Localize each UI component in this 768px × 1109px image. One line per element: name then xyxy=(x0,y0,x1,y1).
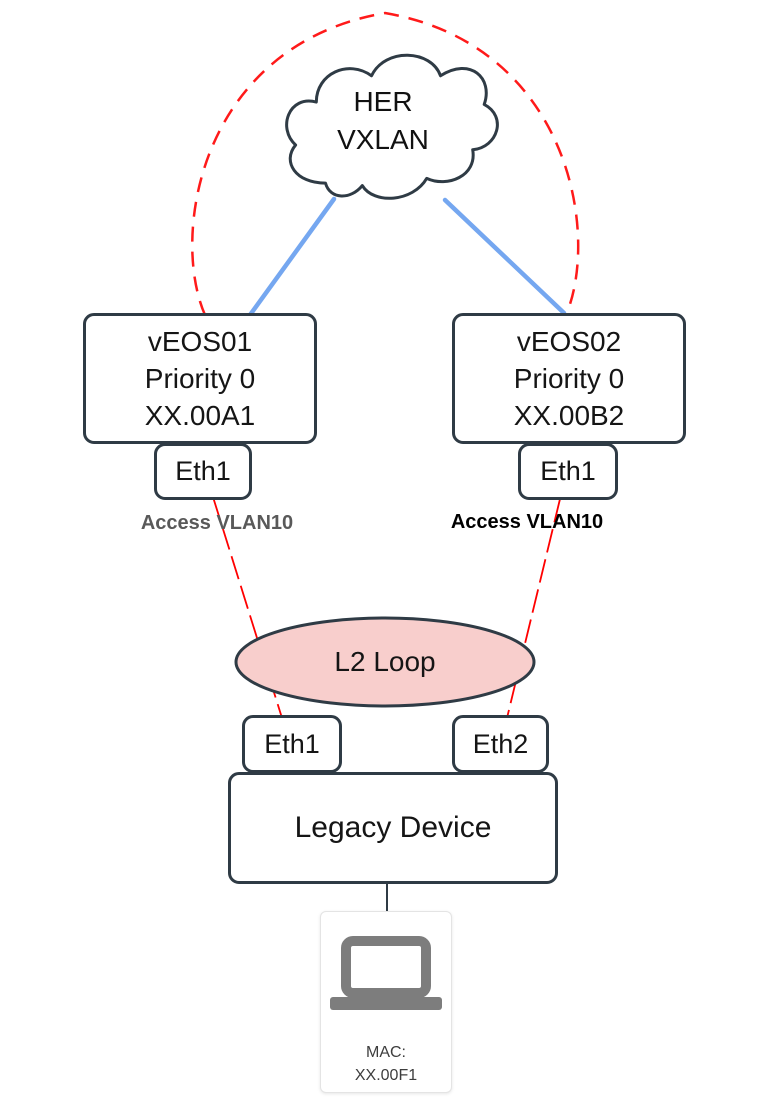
cloud-shape xyxy=(287,55,498,198)
veos02-address: XX.00B2 xyxy=(513,400,625,431)
veos02-priority: Priority 0 xyxy=(513,363,625,394)
veos02-name: vEOS02 xyxy=(516,326,622,357)
veos02-port-eth1: Eth1 xyxy=(518,443,618,500)
veos01-name: vEOS01 xyxy=(147,326,253,357)
veos01-priority: Priority 0 xyxy=(144,363,256,394)
cloud-label-line1: HER xyxy=(353,86,413,117)
veos01-port-eth1: Eth1 xyxy=(154,443,252,500)
legacy-port-eth2: Eth2 xyxy=(452,715,549,773)
cloud-label-line2: VXLAN xyxy=(337,124,429,155)
uplink-veos02-line xyxy=(442,197,567,316)
vxlan-overlay-loop-path xyxy=(191,11,580,316)
host-card: MAC: XX.00F1 xyxy=(320,911,452,1093)
l2-loop-ellipse xyxy=(234,616,536,708)
host-mac-label: MAC: XX.00F1 xyxy=(355,1041,417,1087)
host-mac-label-line: MAC: xyxy=(365,1044,406,1061)
laptop-icon xyxy=(328,936,444,1017)
host-mac-value: XX.00F1 xyxy=(354,1067,418,1084)
legacy-port-eth1: Eth1 xyxy=(242,715,342,773)
veos01-address: XX.00A1 xyxy=(144,400,256,431)
l2-loop-label: L2 Loop xyxy=(334,646,436,677)
veos02-node: vEOS02 Priority 0 XX.00B2 xyxy=(452,313,686,444)
veos01-access-vlan-label: Access VLAN10 xyxy=(140,512,294,534)
veos02-access-vlan-label: Access VLAN10 xyxy=(450,511,604,533)
legacy-device-node: Legacy Device xyxy=(228,772,558,884)
cloud-label: HER VXLAN xyxy=(268,83,498,159)
uplink-veos01-line xyxy=(247,196,337,318)
veos01-node: vEOS01 Priority 0 XX.00A1 xyxy=(83,313,317,444)
